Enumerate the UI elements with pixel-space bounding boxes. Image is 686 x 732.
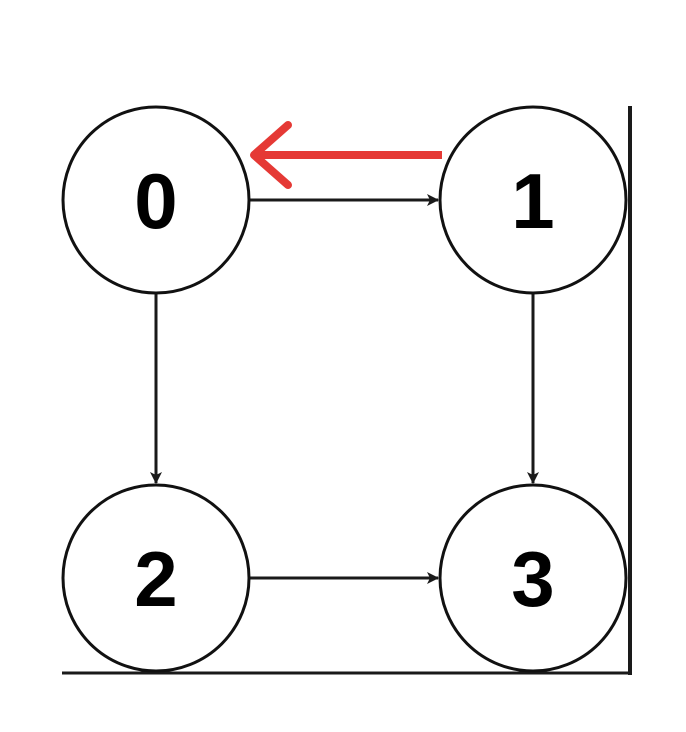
- node-label-2: 2: [134, 535, 177, 623]
- highlighted-edge-1-to-0: [250, 121, 442, 189]
- edges-layer: [150, 194, 539, 584]
- highlight-layer: [250, 121, 442, 189]
- graph-node-0: 0: [61, 105, 251, 295]
- node-circle-1: [438, 105, 628, 295]
- node-circle-0: [61, 105, 251, 295]
- graph-node-1: 1: [438, 105, 628, 295]
- graph-node-2: 2: [61, 483, 251, 673]
- node-label-3: 3: [511, 535, 554, 623]
- nodes-layer: 0 1 2 3: [61, 105, 628, 673]
- highlighted-edge-arrowhead: [250, 121, 292, 189]
- node-label-1: 1: [511, 157, 554, 245]
- node-circle-2: [61, 483, 251, 673]
- node-circle-3: [438, 483, 628, 673]
- graph-node-3: 3: [438, 483, 628, 673]
- node-label-0: 0: [134, 157, 177, 245]
